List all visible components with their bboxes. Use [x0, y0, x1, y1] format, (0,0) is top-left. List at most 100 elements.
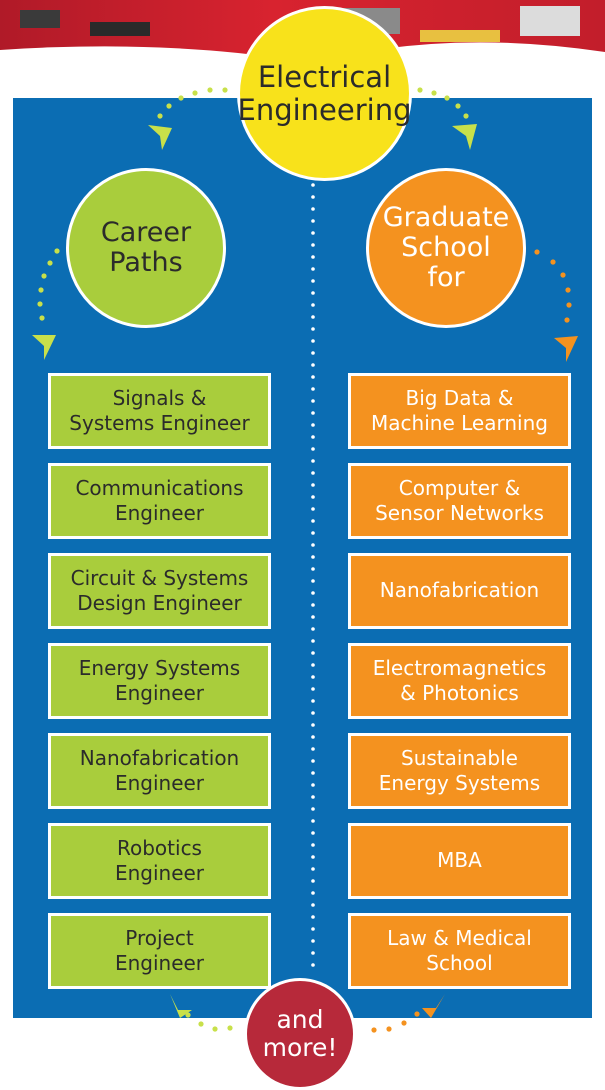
connector-dot-top-right: [444, 95, 450, 101]
career-item: Robotics Engineer: [48, 823, 271, 899]
center-divider-dot: [311, 771, 315, 775]
center-divider-dot: [311, 711, 315, 715]
center-divider-dot: [311, 411, 315, 415]
center-divider-dot: [311, 687, 315, 691]
center-divider-dot: [311, 435, 315, 439]
arrow-left-icon: [32, 335, 56, 360]
connector-dot-top-left: [178, 95, 184, 101]
arrow-bottom-right-icon: [422, 994, 445, 1018]
center-divider-dot: [311, 243, 315, 247]
center-divider-dot: [311, 615, 315, 619]
connector-dot-right: [564, 317, 570, 323]
center-divider-dot: [311, 543, 315, 547]
arrow-right-icon: [554, 336, 578, 362]
connector-dot-top-right: [455, 103, 461, 109]
center-divider-dot: [311, 219, 315, 223]
center-divider-dot: [311, 783, 315, 787]
connector-dot-bottom-left: [198, 1021, 204, 1027]
connector-dot-left: [38, 287, 44, 293]
and-more-node: and more!: [244, 978, 356, 1090]
graduate-item: MBA: [348, 823, 571, 899]
center-divider-dot: [311, 963, 315, 967]
center-divider-dot: [311, 723, 315, 727]
center-divider-dot: [311, 399, 315, 403]
center-divider-dot: [311, 747, 315, 751]
connector-dot-left: [54, 248, 60, 254]
arrow-top-right-icon: [452, 124, 477, 150]
center-divider-dot: [311, 195, 315, 199]
center-divider-dot: [311, 363, 315, 367]
center-divider-dot: [311, 315, 315, 319]
center-divider-dot: [311, 555, 315, 559]
graduate-school-node: Graduate School for: [366, 168, 526, 328]
connector-dot-right: [566, 302, 572, 308]
center-divider-dot: [311, 375, 315, 379]
center-divider-dot: [311, 267, 315, 271]
center-divider-dot: [311, 339, 315, 343]
center-divider-dot: [311, 891, 315, 895]
connector-dots: [32, 87, 578, 1033]
career-item: Circuit & Systems Design Engineer: [48, 553, 271, 629]
center-divider-dot: [311, 231, 315, 235]
arrow-bottom-left-icon: [170, 994, 192, 1018]
center-divider-dot: [311, 699, 315, 703]
center-divider-dot: [311, 627, 315, 631]
career-item: Project Engineer: [48, 913, 271, 989]
center-divider-dot: [311, 591, 315, 595]
connector-dot-left: [39, 315, 45, 321]
center-divider-dot: [311, 675, 315, 679]
connector-dot-bottom-left: [185, 1012, 191, 1018]
center-divider-dot: [311, 303, 315, 307]
center-divider-dot: [311, 567, 315, 571]
center-divider-dot: [311, 507, 315, 511]
career-paths-node: Career Paths: [66, 168, 226, 328]
connector-dot-bottom-right: [401, 1020, 407, 1026]
center-divider-dot: [311, 291, 315, 295]
center-divider-dot: [311, 483, 315, 487]
career-item: Signals & Systems Engineer: [48, 373, 271, 449]
graduate-item: Computer & Sensor Networks: [348, 463, 571, 539]
center-divider-dot: [311, 279, 315, 283]
connector-dot-right: [550, 259, 556, 265]
center-divider-dot: [311, 927, 315, 931]
center-divider-dot: [311, 879, 315, 883]
center-divider-dot: [311, 651, 315, 655]
center-divider-dot: [311, 663, 315, 667]
connector-dot-bottom-right: [386, 1026, 392, 1032]
graduate-item: Law & Medical School: [348, 913, 571, 989]
center-divider-dot: [311, 939, 315, 943]
center-divider-dot: [311, 903, 315, 907]
connector-dot-left: [47, 260, 53, 266]
connector-dot-right: [534, 249, 540, 255]
center-divider-dot: [311, 255, 315, 259]
graduate-item: Sustainable Energy Systems: [348, 733, 571, 809]
connector-dot-top-left: [222, 87, 228, 93]
career-item: Nanofabrication Engineer: [48, 733, 271, 809]
graduate-item: Big Data & Machine Learning: [348, 373, 571, 449]
center-divider-dot: [311, 603, 315, 607]
center-divider-dot: [311, 639, 315, 643]
center-divider-dot: [311, 447, 315, 451]
center-divider-dot: [311, 207, 315, 211]
center-divider-dot: [311, 519, 315, 523]
center-divider-dot: [311, 423, 315, 427]
connector-dot-top-right: [463, 113, 469, 119]
center-divider-dot: [311, 183, 315, 187]
center-divider-dot: [311, 459, 315, 463]
center-divider-dot: [311, 327, 315, 331]
arrow-top-left-icon: [148, 125, 172, 150]
connector-dot-top-left: [166, 103, 172, 109]
connector-dot-top-left: [157, 113, 163, 119]
center-divider-dot: [311, 819, 315, 823]
center-divider-dot: [311, 831, 315, 835]
center-divider-dot: [311, 951, 315, 955]
connector-dot-left: [41, 273, 47, 279]
connector-dot-bottom-left: [227, 1025, 233, 1031]
connector-dot-top-right: [431, 90, 437, 96]
center-divider-dot: [311, 855, 315, 859]
career-item: Communications Engineer: [48, 463, 271, 539]
graduate-item: Nanofabrication: [348, 553, 571, 629]
graduate-item: Electromagnetics & Photonics: [348, 643, 571, 719]
center-divider-dot: [311, 735, 315, 739]
electrical-engineering-node: Electrical Engineering: [237, 6, 412, 181]
